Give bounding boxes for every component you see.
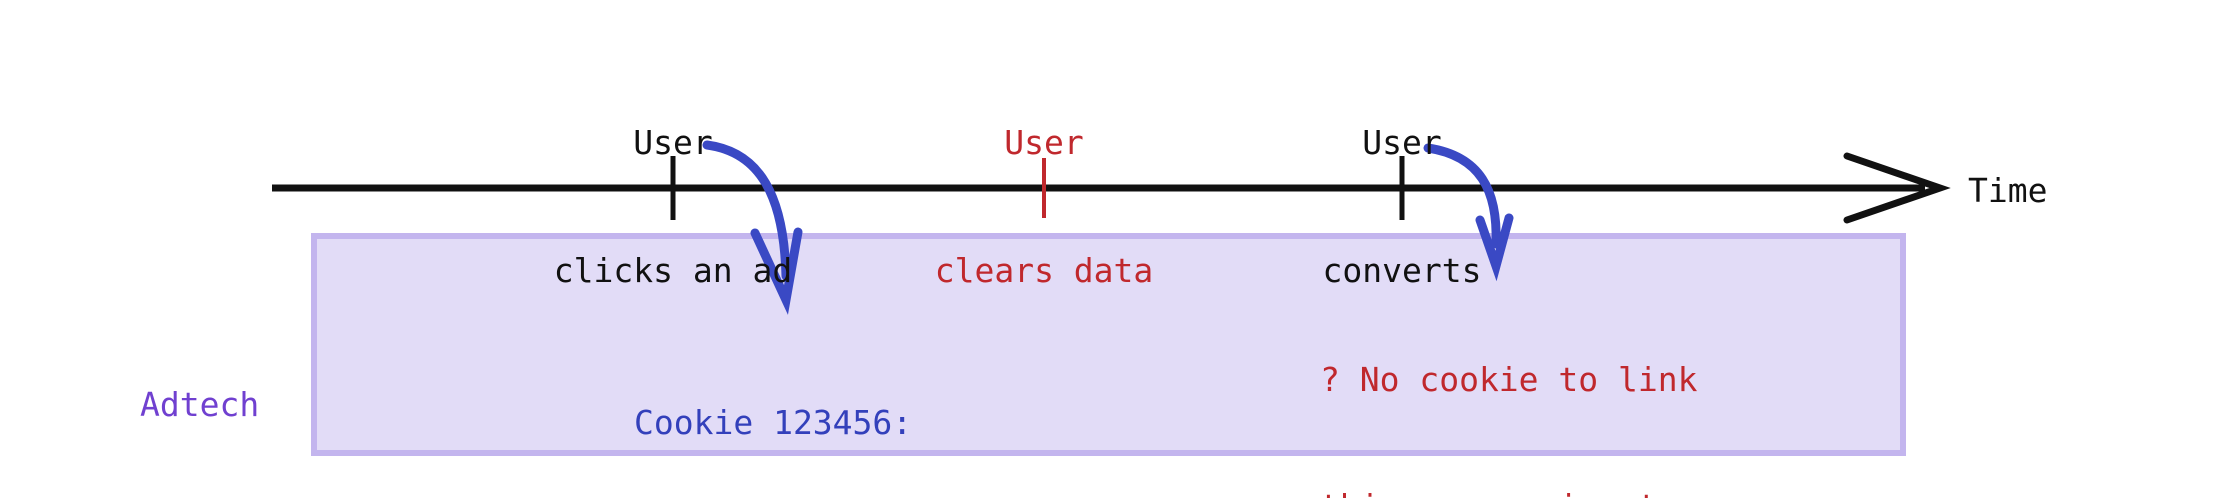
event-label-click-line1: User [633,122,713,162]
event-label-click-line2: clicks an ad [553,251,793,291]
event-label-convert: User converts [1323,36,1482,379]
connector-arrowhead-convert-to-note-icon [1475,213,1514,282]
adtech-server-lane-label-line1: Adtech [140,385,260,425]
event-label-clear-data-line1: User [1004,122,1084,162]
adtech-server-lane-label: Adtech server [140,296,259,498]
log-entry-cookie-set: Cookie 123456: Ad clicked [634,316,912,498]
timeline-axis-caption: Time [1968,171,2048,210]
event-label-click: User clicks an ad [554,36,792,379]
log-entry-no-conversion: ? No cookie to link this conversion to ⇒… [1320,274,1698,498]
event-label-clear-data: User clears data [935,36,1154,379]
log-entry-cookie-set-line1: Cookie 123456: [634,402,913,442]
adtech-server-lane-box [311,233,1906,456]
connector-arrowhead-click-to-cookie-icon [750,227,803,315]
connector-arrow-convert-to-note [1423,143,1501,249]
event-label-convert-line1: User [1362,122,1442,162]
connector-arrow-click-to-cookie [702,140,791,281]
timeline-arrowhead-icon [1843,152,1951,224]
event-label-clear-data-line2: clears data [934,251,1154,291]
log-entry-no-conversion-line1: ? No cookie to link [1320,359,1698,399]
log-entry-no-conversion-line2: this conversion to [1320,486,1698,498]
event-label-convert-line2: converts [1322,251,1482,291]
